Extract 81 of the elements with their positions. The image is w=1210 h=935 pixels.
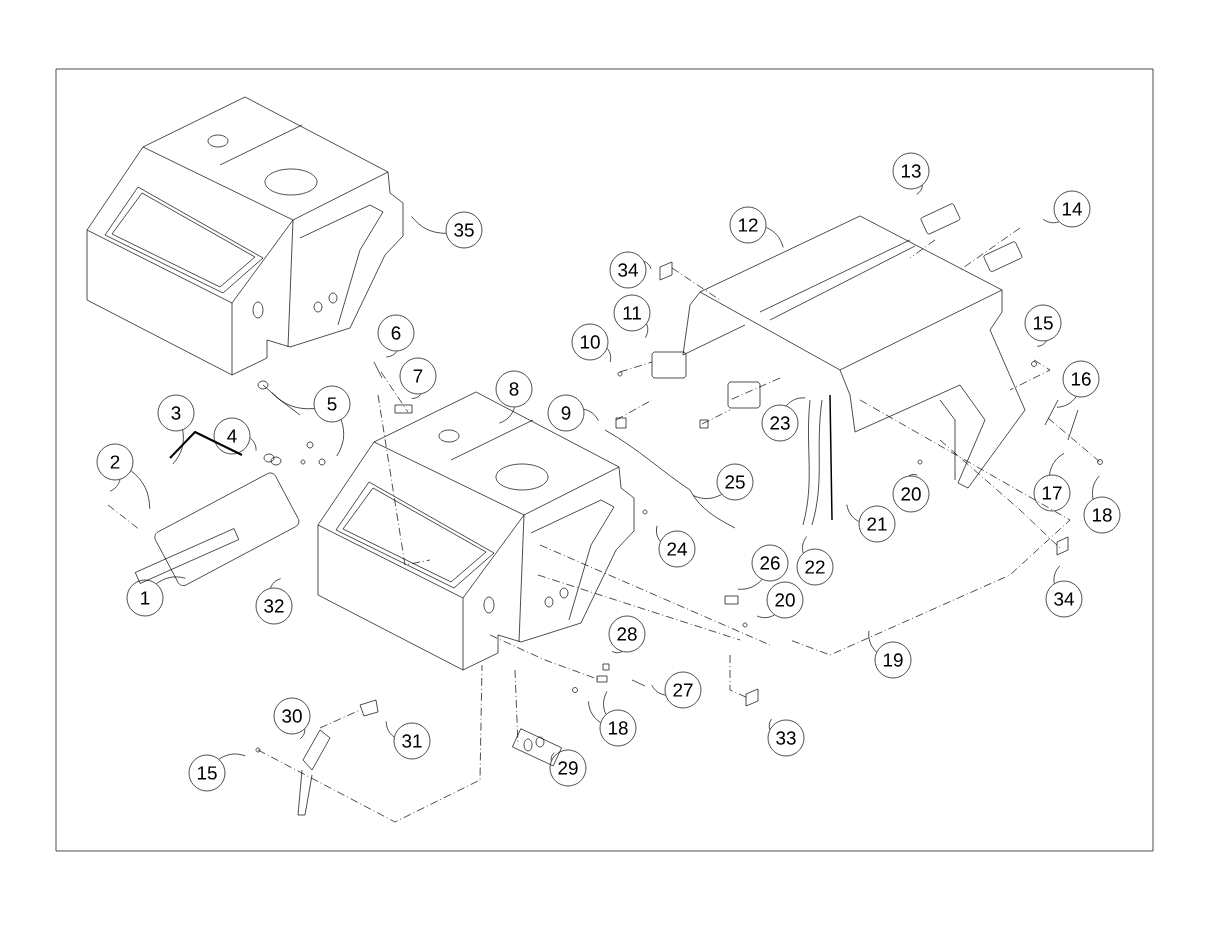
callout-number: 15 [1024,304,1062,342]
callout-number: 34 [609,251,647,289]
leader-line [603,691,608,715]
leader-line [737,579,763,590]
leader-line [802,536,808,554]
callout-number: 33 [767,719,805,757]
leader-line [916,184,923,195]
callout-number: 13 [892,152,930,190]
callout-number: 1 [126,579,164,617]
callout-number: 20 [766,581,804,619]
leader-line [249,437,257,452]
callout-number: 8 [495,370,533,408]
callout-number: 3 [157,394,195,432]
callout-number: 23 [761,404,799,442]
callout-number: 27 [664,671,702,709]
callout-number: 10 [571,323,609,361]
callout-number: 9 [547,394,585,432]
callout-number: 12 [729,206,767,244]
leader-line [868,630,877,653]
leader-line [643,261,652,270]
leader-line [644,323,649,339]
callout-number: 19 [874,641,912,679]
leader-line [785,397,806,407]
leader-line [1036,340,1047,347]
leader-line [172,429,184,465]
leader-line [218,753,246,760]
leader-line [130,470,151,510]
leader-line [1042,218,1060,224]
leader-line [550,752,555,762]
callout-number: 17 [1033,474,1071,512]
callout-number: 7 [399,357,437,395]
callout-number: 20 [892,475,930,513]
leader-line [271,392,315,410]
leader-line [1053,565,1061,584]
callout-number: 6 [377,314,415,352]
leader-line [411,216,447,234]
callout-number: 5 [313,385,351,423]
leader-line [611,651,623,654]
leader-line [908,474,918,477]
leader-line [299,728,306,740]
callout-number: 15 [188,754,226,792]
leader-line [656,525,661,542]
callout-number: 2 [96,443,134,481]
callout-number: 14 [1053,190,1091,228]
leader-line [385,350,398,358]
leader-line [588,701,601,723]
callout-number: 11 [613,294,651,332]
leader-line [156,576,186,585]
leader-line [270,578,282,589]
leader-line [768,718,772,730]
callout-number: 31 [393,722,431,760]
callout-number: 32 [255,587,293,625]
leader-line [765,227,784,248]
leader-line [411,393,422,399]
leader-line [756,614,775,618]
leader-line [109,479,121,492]
callout-number: 29 [549,749,587,787]
callout-number: 25 [716,463,754,501]
leader-line [336,419,345,457]
callout-number: 18 [1083,496,1121,534]
callout-number: 4 [213,417,251,455]
leader-line [692,494,722,499]
leader-line [583,408,599,422]
leader-line [499,407,515,424]
callout-number: 16 [1062,360,1100,398]
leader-line [651,684,666,696]
callout-number: 22 [796,548,834,586]
callout-number: 26 [751,544,789,582]
leader-line [846,504,860,522]
callout-number: 18 [599,709,637,747]
leader-line [1092,475,1100,500]
callout-number: 24 [658,530,696,568]
leader-line [606,347,611,363]
callout-number: 21 [858,505,896,543]
callout-number: 28 [608,615,646,653]
leader-line [1049,453,1065,476]
callout-number: 35 [445,211,483,249]
callout-number: 34 [1045,580,1083,618]
leader-line [385,721,395,738]
callout-number: 30 [273,697,311,735]
leader-line [1056,396,1077,408]
